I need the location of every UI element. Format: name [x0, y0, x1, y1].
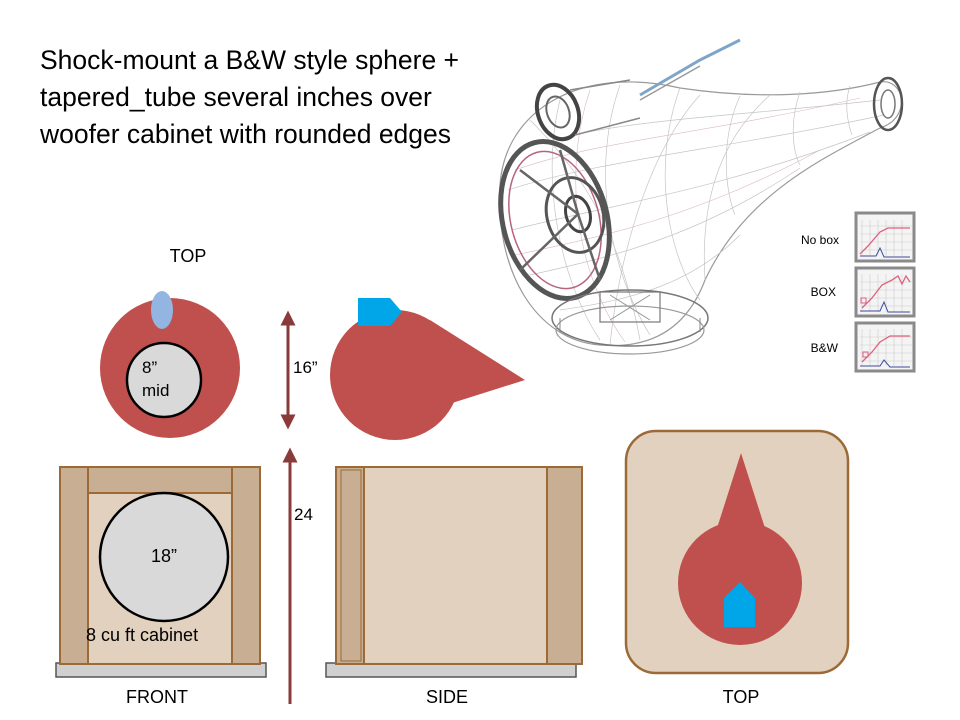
view-label-top-lower: TOP	[723, 687, 760, 707]
response-graph-box	[854, 266, 916, 318]
sphere-top-view: 8” mid	[100, 291, 240, 438]
woofer-driver	[98, 491, 230, 623]
view-label-top-upper: TOP	[170, 246, 207, 266]
response-graph-bw	[854, 321, 916, 373]
tweeter-pod-top	[151, 291, 173, 329]
response-legend: No box BOX B&W	[801, 211, 916, 373]
plinth-front	[55, 662, 267, 678]
view-label-front: FRONT	[126, 687, 188, 707]
sphere-height-label: 16”	[293, 358, 318, 377]
sphere-side-view	[330, 298, 525, 440]
plinth-side	[325, 662, 577, 678]
cabinet-top-view	[624, 429, 850, 675]
sphere-body-side	[330, 310, 460, 440]
response-graph-no-box	[854, 211, 916, 263]
legend-label-bw: B&W	[811, 341, 839, 355]
legend-label-no-box: No box	[801, 233, 839, 247]
cabinet-volume-label: 8 cu ft cabinet	[86, 625, 198, 645]
legend-label-box: BOX	[811, 285, 836, 299]
cabinet-side-panel	[335, 466, 583, 665]
cabinet-front-view: 18” 8 cu ft cabinet	[55, 466, 267, 678]
woofer-size-label: 18”	[151, 546, 177, 566]
midrange-driver	[125, 341, 203, 419]
slide-title: Shock-mount a B&W style sphere + tapered…	[40, 45, 460, 149]
mid-word-label: mid	[142, 381, 169, 400]
view-label-side: SIDE	[426, 687, 468, 707]
mid-size-label: 8”	[142, 358, 157, 377]
tweeter-pod-side	[358, 298, 402, 326]
tweeter-pod-top-lower	[724, 582, 755, 627]
wireframe-speaker-render	[498, 38, 904, 355]
cabinet-side-view	[325, 466, 583, 678]
cabinet-height-label: 24	[294, 505, 313, 524]
